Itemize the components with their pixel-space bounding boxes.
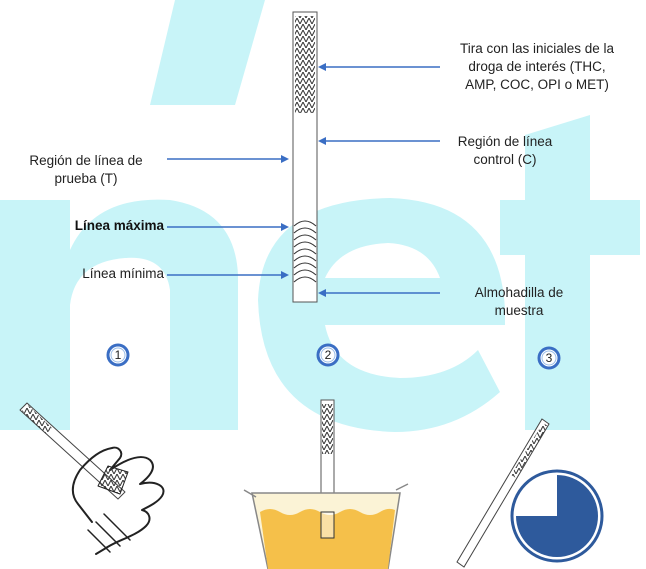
step-number: 1 bbox=[115, 348, 122, 362]
step2-strip-initials bbox=[322, 404, 333, 454]
label-line: control (C) bbox=[473, 152, 537, 167]
label-text: Línea mínima bbox=[82, 266, 164, 281]
arrow-control-head bbox=[318, 137, 326, 145]
label-strip-initials: Tira con las iniciales de la droga de in… bbox=[432, 40, 642, 94]
watermark-e bbox=[258, 198, 505, 432]
label-max-line: Línea máxima bbox=[40, 217, 164, 235]
step-marker-3: 3 bbox=[537, 346, 561, 370]
label-line: Región de línea de bbox=[29, 153, 143, 168]
label-line: AMP, COC, OPI o MET) bbox=[465, 77, 609, 92]
test-strip bbox=[292, 11, 318, 303]
label-text: Línea máxima bbox=[74, 218, 164, 233]
timer-elapsed bbox=[516, 475, 598, 557]
glove-outline bbox=[72, 446, 165, 555]
step-marker-2: 2 bbox=[316, 343, 340, 367]
step-number: 3 bbox=[546, 351, 553, 365]
step1-gloved-hand-illustration bbox=[19, 402, 165, 555]
arrow-sample-head bbox=[318, 289, 326, 297]
watermark-n bbox=[0, 199, 238, 430]
step2-strip-submerged bbox=[320, 511, 335, 539]
glove-cuff bbox=[87, 513, 131, 553]
label-line: prueba (T) bbox=[54, 171, 118, 186]
cup-liquid bbox=[260, 508, 395, 569]
step-marker-1: 1 bbox=[106, 343, 130, 367]
cup-rim bbox=[243, 483, 409, 498]
watermark-mark bbox=[150, 0, 265, 105]
label-line: Región de línea bbox=[457, 134, 553, 149]
arrow-initials-head bbox=[318, 63, 326, 71]
step-number: 2 bbox=[325, 348, 332, 362]
step2-cup-illustration bbox=[243, 399, 409, 569]
label-sample-pad: Almohadilla de muestra bbox=[444, 284, 594, 320]
label-line: muestra bbox=[494, 303, 544, 318]
arrows bbox=[167, 63, 440, 297]
step3-strip bbox=[456, 418, 550, 568]
label-line: Almohadilla de bbox=[474, 285, 564, 300]
label-test-line: Región de línea de prueba (T) bbox=[4, 152, 168, 188]
step1-strip-in-hand bbox=[97, 465, 129, 495]
watermark bbox=[0, 0, 640, 432]
label-control-line: Región de línea control (C) bbox=[440, 133, 570, 169]
sample-pad-arcs bbox=[293, 220, 317, 283]
label-line: droga de interés (THC, bbox=[468, 59, 606, 74]
arrow-min-head bbox=[281, 271, 289, 279]
strip-initials-zone bbox=[295, 16, 315, 113]
label-min-line: Línea mínima bbox=[40, 265, 164, 283]
step-markers: 1 2 3 bbox=[106, 343, 561, 370]
arrow-max-head bbox=[281, 223, 289, 231]
arrow-test-head bbox=[281, 155, 289, 163]
step1-strip bbox=[19, 402, 126, 500]
watermark-t bbox=[500, 115, 640, 430]
label-line: Tira con las iniciales de la bbox=[459, 41, 615, 56]
step3-timer-illustration bbox=[456, 418, 604, 568]
